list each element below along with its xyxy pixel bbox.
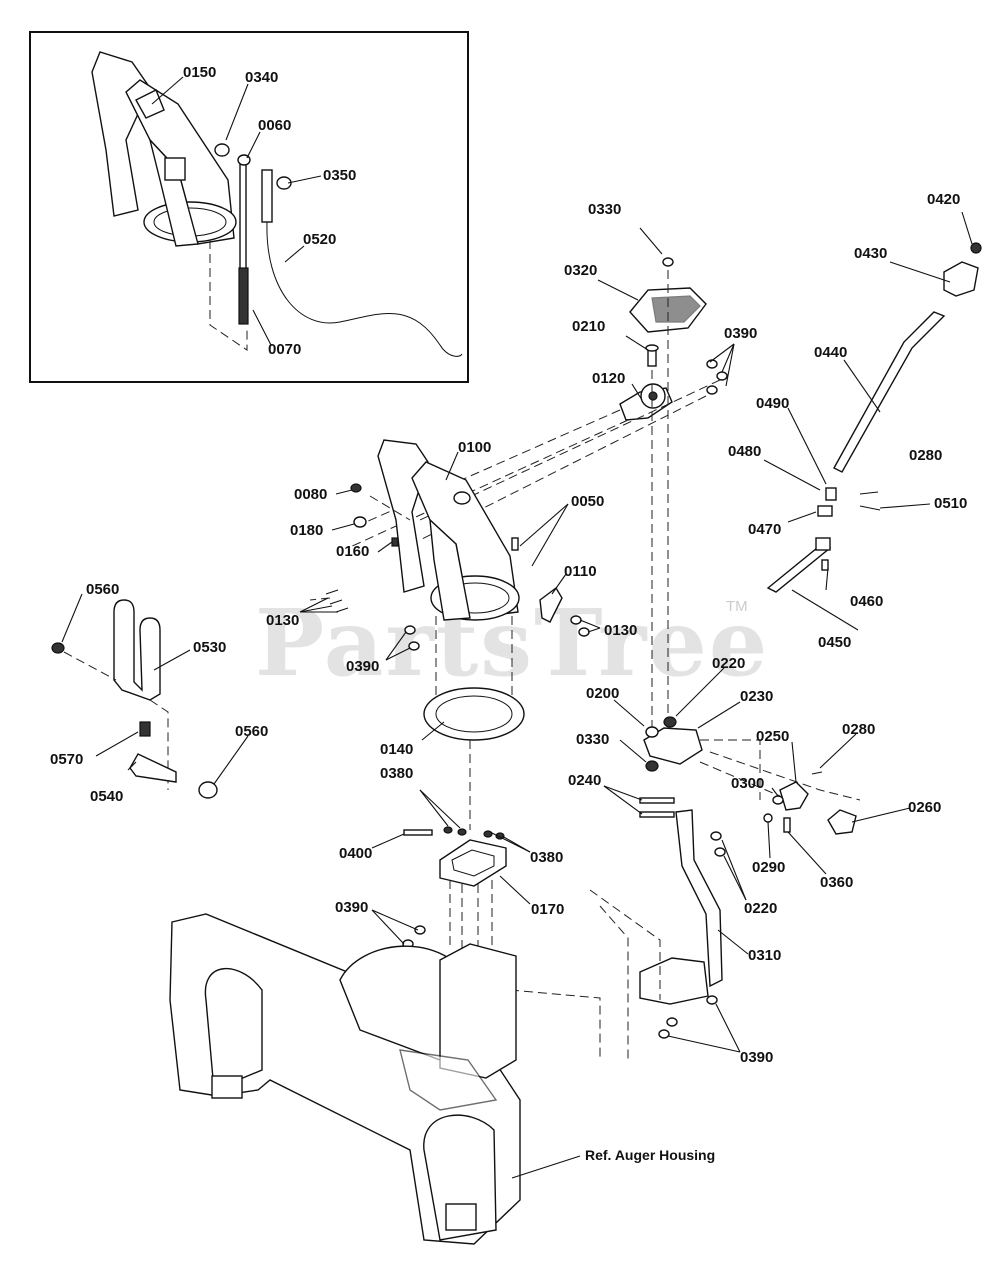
- inset-detail: 0150 0340 0060 0350 0520 0070: [29, 31, 469, 383]
- label-0380-left: 0380: [380, 765, 413, 782]
- label-0510: 0510: [934, 495, 967, 512]
- label-0160: 0160: [336, 543, 369, 560]
- auger-housing-drawing: [169, 913, 521, 1245]
- label-0310: 0310: [748, 947, 781, 964]
- label-0180: 0180: [290, 522, 323, 539]
- label-0390-chute: 0390: [346, 658, 379, 675]
- label-0290: 0290: [752, 859, 785, 876]
- inset-chute-drawing: [91, 51, 237, 247]
- label-0470: 0470: [748, 521, 781, 538]
- label-0390-bottom-right: 0390: [740, 1049, 773, 1066]
- label-0480: 0480: [728, 443, 761, 460]
- label-0420: 0420: [927, 191, 960, 208]
- label-0240: 0240: [568, 772, 601, 789]
- label-0350: 0350: [323, 167, 356, 184]
- label-0440: 0440: [814, 344, 847, 361]
- label-0130-left: 0130: [266, 612, 299, 629]
- ref-auger-housing-label: Ref. Auger Housing: [585, 1147, 715, 1163]
- label-0450: 0450: [818, 634, 851, 651]
- label-0320: 0320: [564, 262, 597, 279]
- label-0280-middle: 0280: [842, 721, 875, 738]
- label-0390-top: 0390: [724, 325, 757, 342]
- label-0200: 0200: [586, 685, 619, 702]
- label-0560-top: 0560: [86, 581, 119, 598]
- label-0130-right: 0130: [604, 622, 637, 639]
- lower-bracket-drawing: [589, 716, 861, 1060]
- label-0250: 0250: [756, 728, 789, 745]
- label-0050: 0050: [571, 493, 604, 510]
- label-0120: 0120: [592, 370, 625, 387]
- label-0080: 0080: [294, 486, 327, 503]
- cable-guide-drawing: [51, 599, 218, 799]
- inset-frame: [29, 31, 469, 383]
- label-0380-right: 0380: [530, 849, 563, 866]
- label-0400: 0400: [339, 845, 372, 862]
- label-0170: 0170: [531, 901, 564, 918]
- label-0340: 0340: [245, 69, 278, 86]
- label-0300: 0300: [731, 775, 764, 792]
- label-0100: 0100: [458, 439, 491, 456]
- label-0150: 0150: [183, 64, 216, 81]
- label-0560-bottom: 0560: [235, 723, 268, 740]
- chute-drawing: [309, 439, 590, 741]
- label-0460: 0460: [850, 593, 883, 610]
- watermark-trademark: TM: [726, 598, 748, 615]
- label-0360: 0360: [820, 874, 853, 891]
- label-0220-top: 0220: [712, 655, 745, 672]
- label-0490: 0490: [756, 395, 789, 412]
- label-0540: 0540: [90, 788, 123, 805]
- label-0060: 0060: [258, 117, 291, 134]
- label-0280-top: 0280: [909, 447, 942, 464]
- label-0260: 0260: [908, 799, 941, 816]
- label-0110: 0110: [564, 563, 597, 580]
- label-0430: 0430: [854, 245, 887, 262]
- label-0390-bottom-left: 0390: [335, 899, 368, 916]
- label-0070: 0070: [268, 341, 301, 358]
- label-0520: 0520: [303, 231, 336, 248]
- label-0530: 0530: [193, 639, 226, 656]
- label-0330-middle: 0330: [576, 731, 609, 748]
- label-0210: 0210: [572, 318, 605, 335]
- label-0140: 0140: [380, 741, 413, 758]
- label-0230: 0230: [740, 688, 773, 705]
- label-0220-bottom: 0220: [744, 900, 777, 917]
- label-0330-top: 0330: [588, 201, 621, 218]
- label-0570: 0570: [50, 751, 83, 768]
